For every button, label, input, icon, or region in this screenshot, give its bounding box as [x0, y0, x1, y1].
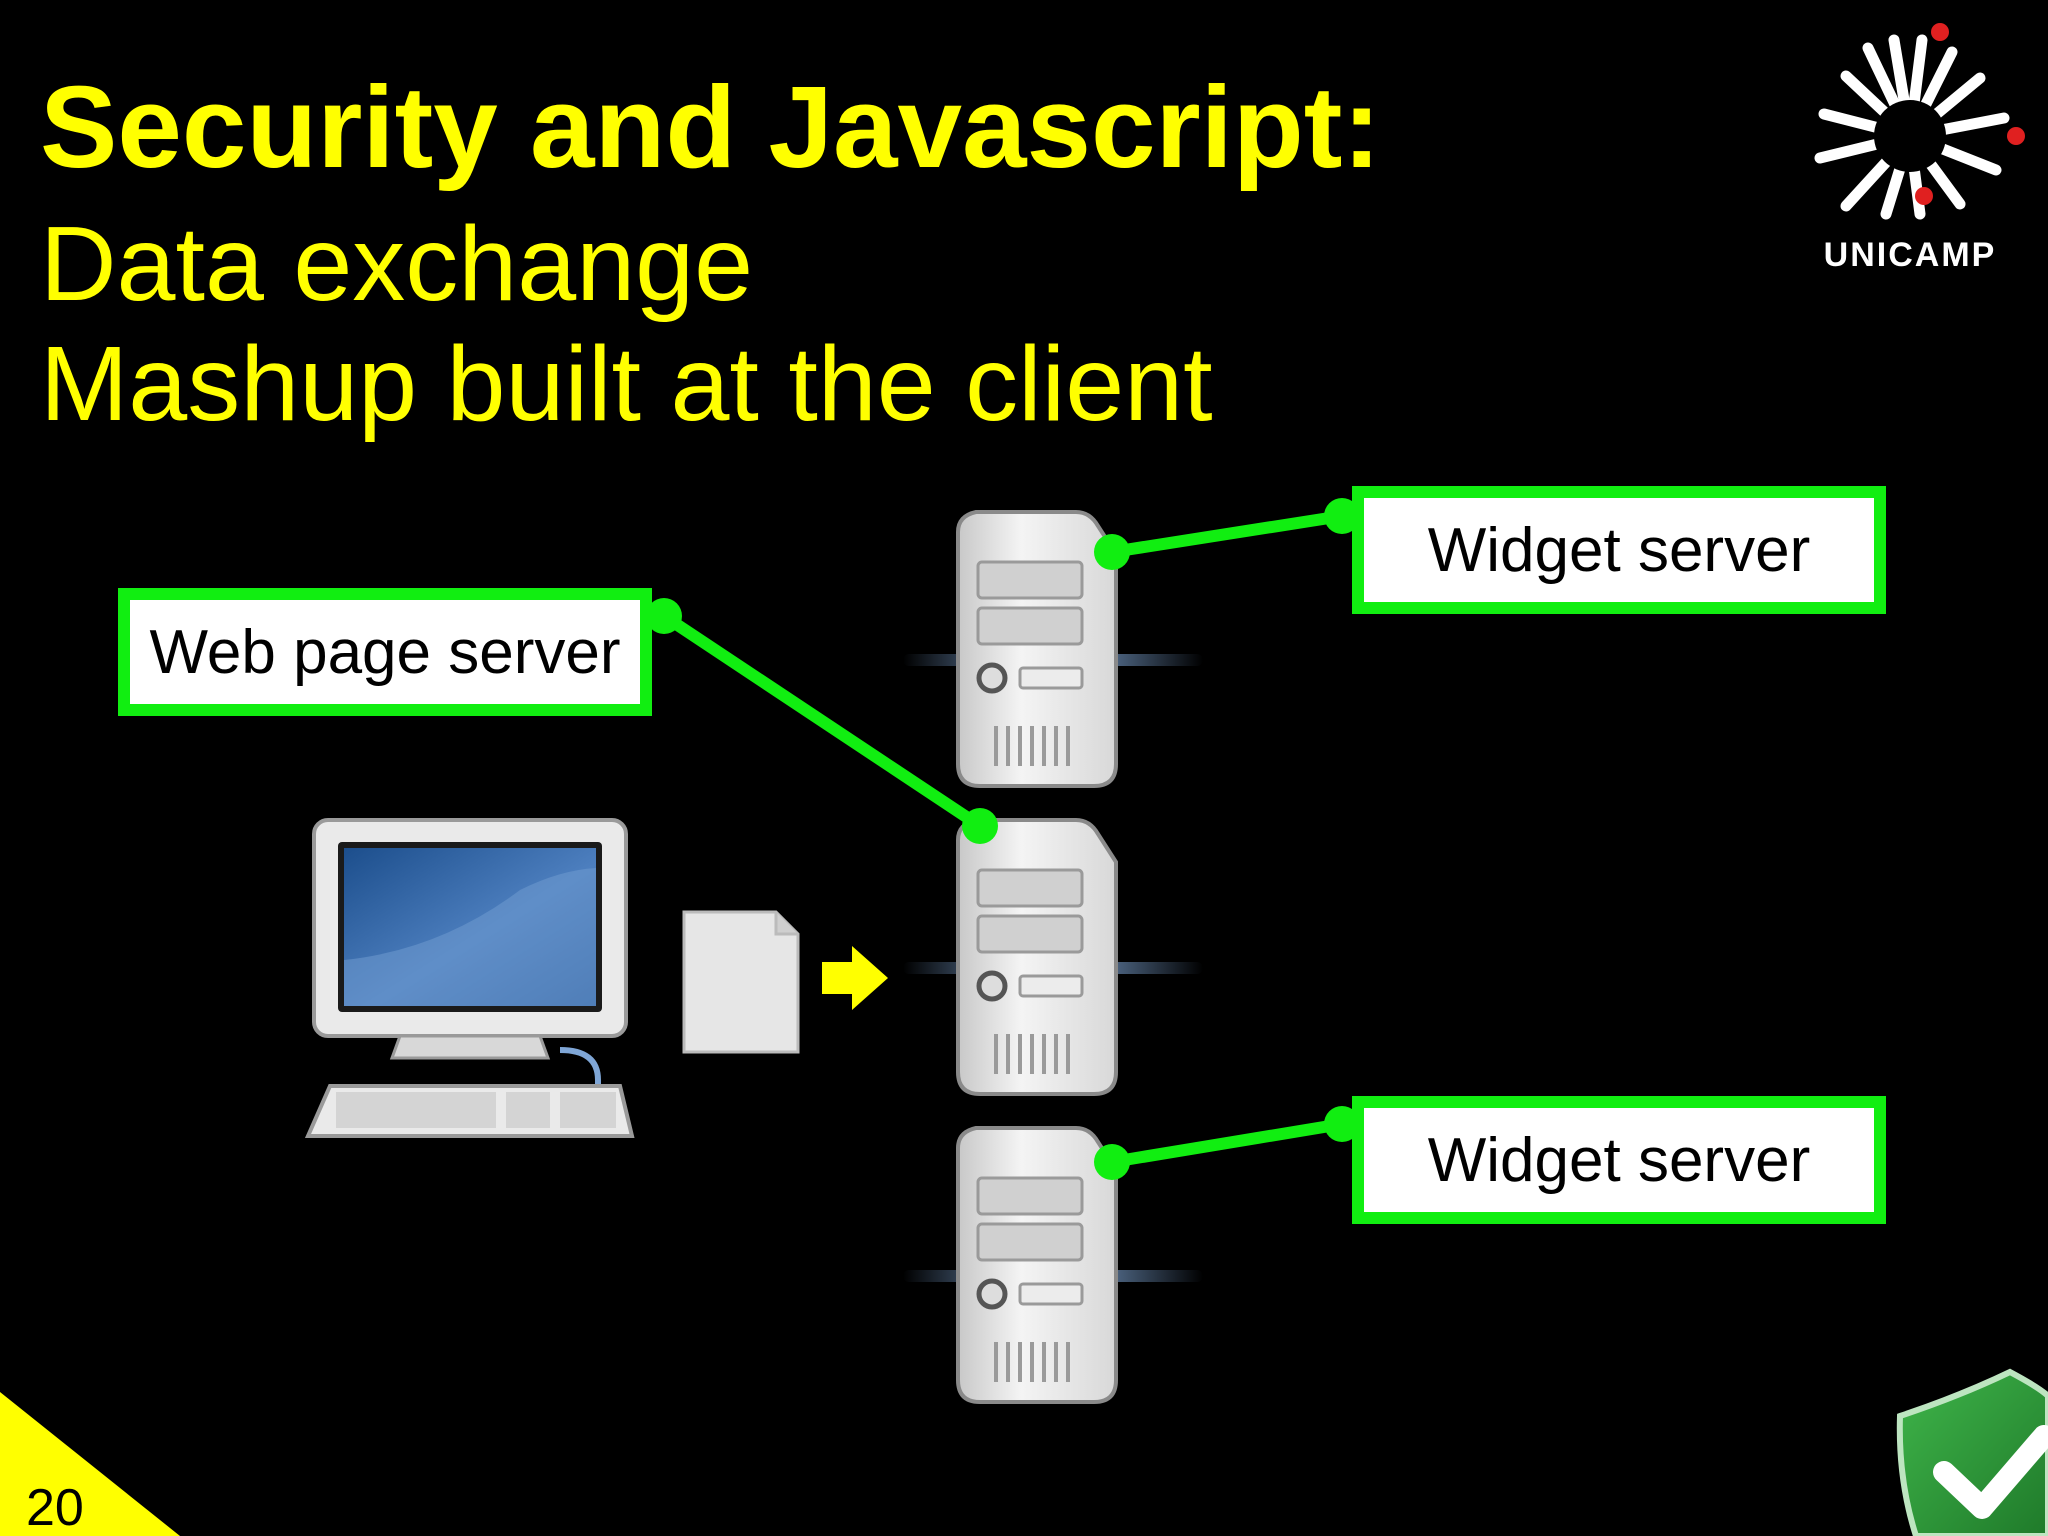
page-corner-triangle	[0, 1392, 180, 1536]
shield-check-icon	[1896, 1368, 2048, 1536]
page-number: 20	[26, 1479, 84, 1536]
server-icon-top	[903, 512, 1203, 786]
unicamp-logo	[1814, 23, 2025, 220]
connector-widget-server-top	[1106, 510, 1348, 558]
slide-subtitle-line-2: Mashup built at the client	[40, 325, 1213, 443]
connector-web-page-server	[658, 610, 986, 832]
connector-widget-server-bottom	[1106, 1118, 1348, 1168]
label-widget-server-bottom: Widget server	[1352, 1096, 1886, 1224]
document-icon	[682, 910, 800, 1054]
logo-wordmark: UNICAMP	[1823, 236, 1997, 274]
server-icon-bottom	[903, 1128, 1203, 1402]
computer-icon	[304, 818, 635, 1138]
label-widget-server-top: Widget server	[1352, 486, 1886, 614]
server-icon-middle	[903, 820, 1203, 1094]
arrow-right-icon	[822, 946, 888, 1010]
slide-title: Security and Javascript:	[40, 62, 1382, 192]
label-web-page-server: Web page server	[118, 588, 652, 716]
slide-subtitle-line-1: Data exchange	[40, 205, 754, 323]
